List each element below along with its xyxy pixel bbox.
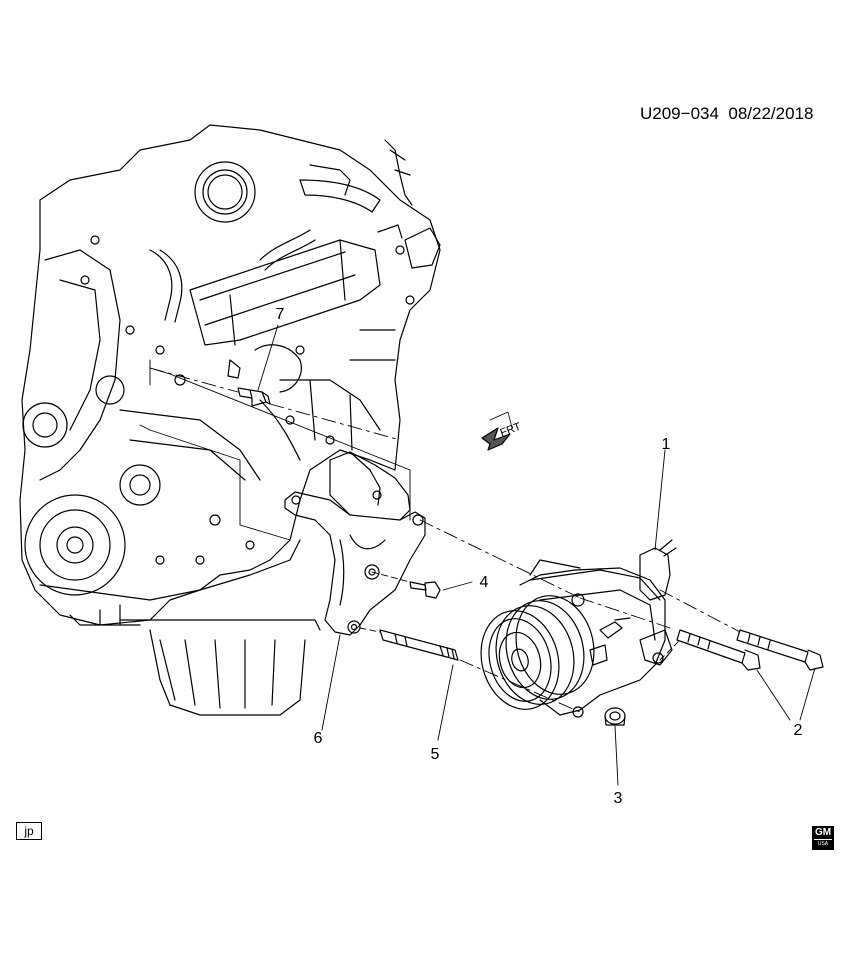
engine-assembly	[19, 124, 441, 716]
long-bolt-2b	[736, 629, 824, 671]
stud-5	[379, 629, 459, 661]
bolt-4	[409, 581, 441, 599]
callout-4: 4	[479, 574, 489, 591]
diagram-date: 08/22/2018	[728, 104, 814, 123]
callout-3: 3	[613, 790, 623, 807]
jp-label: jp	[16, 822, 42, 840]
diagram-code: U209−034	[640, 104, 719, 123]
diagram-code-header: U209−034 08/22/2018	[640, 104, 813, 124]
callout-5: 5	[430, 746, 440, 763]
long-bolt-2a	[676, 629, 761, 671]
mounting-bracket	[284, 451, 426, 636]
callout-2: 2	[793, 722, 803, 739]
callout-1: 1	[661, 436, 671, 453]
ac-compressor	[480, 539, 677, 718]
leader-lines	[139, 324, 816, 786]
bolt-7	[237, 387, 271, 407]
gm-logo: GM USA	[812, 826, 834, 850]
nut-3	[604, 707, 626, 726]
callout-6: 6	[313, 730, 323, 747]
callout-7: 7	[275, 306, 285, 323]
front-arrow-icon	[481, 411, 513, 451]
gm-logo-text: GM	[814, 827, 832, 838]
gm-logo-subtext: USA	[814, 839, 832, 848]
